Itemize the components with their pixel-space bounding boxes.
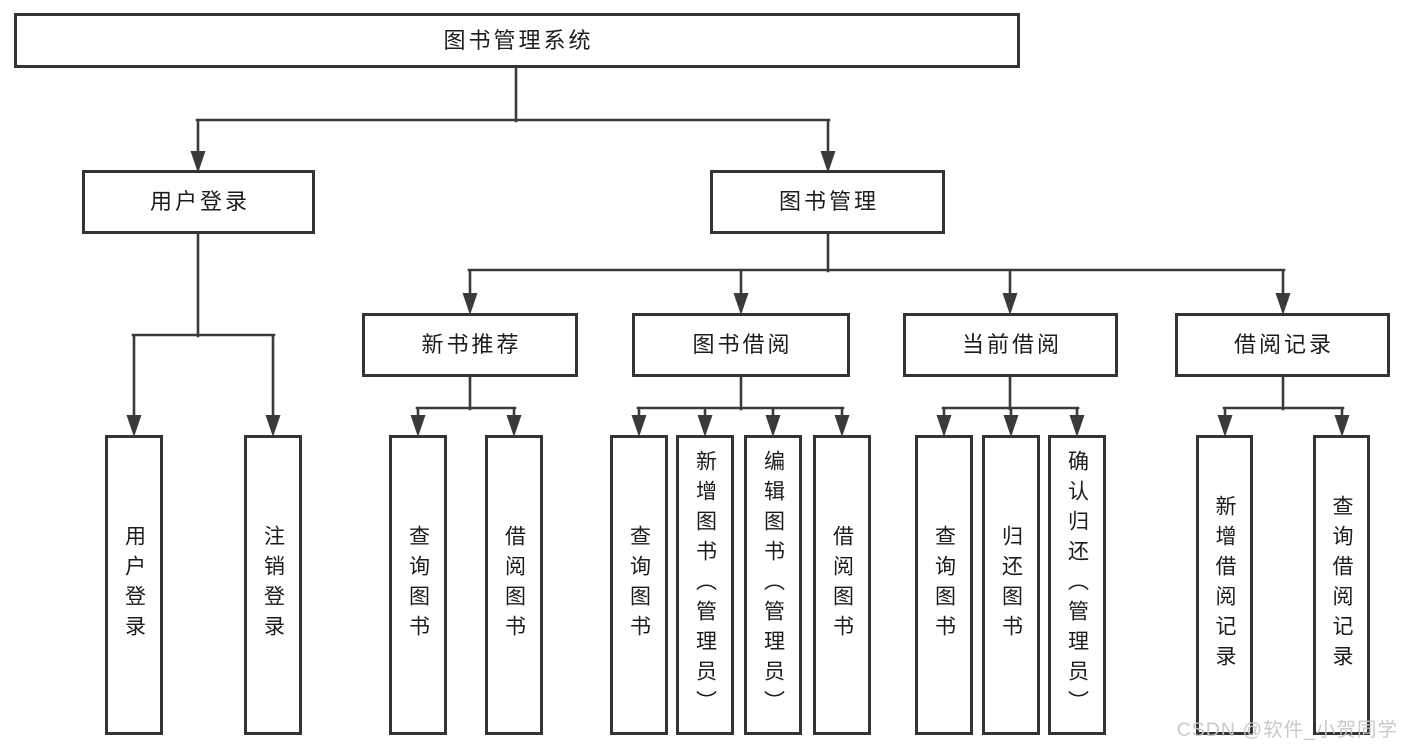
connector-path — [131, 66, 1345, 419]
node-label: 注销登录 — [261, 525, 285, 645]
node-label: 用户登录 — [122, 525, 146, 645]
node-book-borrowing: 图书借阅 — [632, 313, 850, 377]
arrowhead — [265, 415, 281, 437]
node-book-management: 图书管理 — [710, 170, 945, 234]
node-label: 确认归还（管理员） — [1065, 450, 1089, 720]
node-label: 查询借阅记录 — [1330, 495, 1353, 675]
node-label: 归还图书 — [999, 525, 1023, 645]
node-borrowing-records: 借阅记录 — [1175, 313, 1390, 377]
node-label: 图书管理 — [778, 189, 879, 214]
arrowhead — [834, 415, 850, 437]
leaf-logout: 注销登录 — [244, 435, 302, 735]
arrowhead — [1002, 293, 1018, 315]
node-label: 查询图书 — [932, 525, 956, 645]
leaf-recommend-query-books: 查询图书 — [389, 435, 447, 735]
arrowhead — [1069, 415, 1085, 437]
arrowhead — [697, 415, 713, 437]
node-new-book-recommend: 新书推荐 — [362, 313, 578, 377]
node-current-borrowing: 当前借阅 — [903, 313, 1118, 377]
leaf-current-query-books: 查询图书 — [915, 435, 973, 735]
node-label: 图书管理系统 — [443, 27, 594, 53]
leaf-current-return-books: 归还图书 — [982, 435, 1040, 735]
arrowhead — [1334, 415, 1350, 437]
arrowhead — [1275, 293, 1291, 315]
arrowhead — [936, 415, 952, 437]
arrowhead — [765, 415, 781, 437]
node-label: 用户登录 — [149, 189, 250, 214]
arrowhead — [506, 415, 522, 437]
leaf-records-add-borrow-record: 新增借阅记录 — [1196, 435, 1253, 735]
leaf-records-query-borrow-record: 查询借阅记录 — [1313, 435, 1370, 735]
arrowhead — [462, 293, 478, 315]
node-label: 新书推荐 — [421, 332, 522, 357]
arrowhead — [126, 415, 142, 437]
node-label: 编辑图书（管理员） — [761, 450, 785, 720]
leaf-borrowing-edit-books-admin: 编辑图书（管理员） — [744, 435, 802, 735]
leaf-user-login: 用户登录 — [105, 435, 163, 735]
arrowhead — [1003, 415, 1019, 437]
leaf-recommend-borrow-books: 借阅图书 — [485, 435, 543, 735]
node-label: 图书借阅 — [692, 332, 793, 357]
leaf-borrowing-add-books-admin: 新增图书（管理员） — [676, 435, 734, 735]
node-label: 借阅记录 — [1233, 332, 1334, 357]
node-user-login: 用户登录 — [82, 170, 315, 234]
arrowhead — [410, 415, 426, 437]
leaf-current-confirm-return-admin: 确认归还（管理员） — [1048, 435, 1106, 735]
node-label: 查询图书 — [406, 525, 430, 645]
node-label: 新增图书（管理员） — [693, 450, 717, 720]
leaf-borrowing-query-books: 查询图书 — [610, 435, 668, 735]
arrowhead — [820, 151, 836, 173]
node-label: 借阅图书 — [830, 525, 854, 645]
node-label: 查询图书 — [627, 525, 651, 645]
arrowhead — [190, 151, 206, 173]
node-label: 新增借阅记录 — [1213, 495, 1236, 675]
node-label: 借阅图书 — [502, 525, 526, 645]
arrowhead — [631, 415, 647, 437]
leaf-borrowing-borrow-books: 借阅图书 — [813, 435, 871, 735]
node-label: 当前借阅 — [961, 332, 1062, 357]
arrowhead — [1217, 415, 1233, 437]
arrowhead — [733, 293, 749, 315]
csdn-watermark: CSDN @软件_小贺同学 — [1176, 719, 1398, 741]
node-root-system: 图书管理系统 — [14, 13, 1020, 68]
